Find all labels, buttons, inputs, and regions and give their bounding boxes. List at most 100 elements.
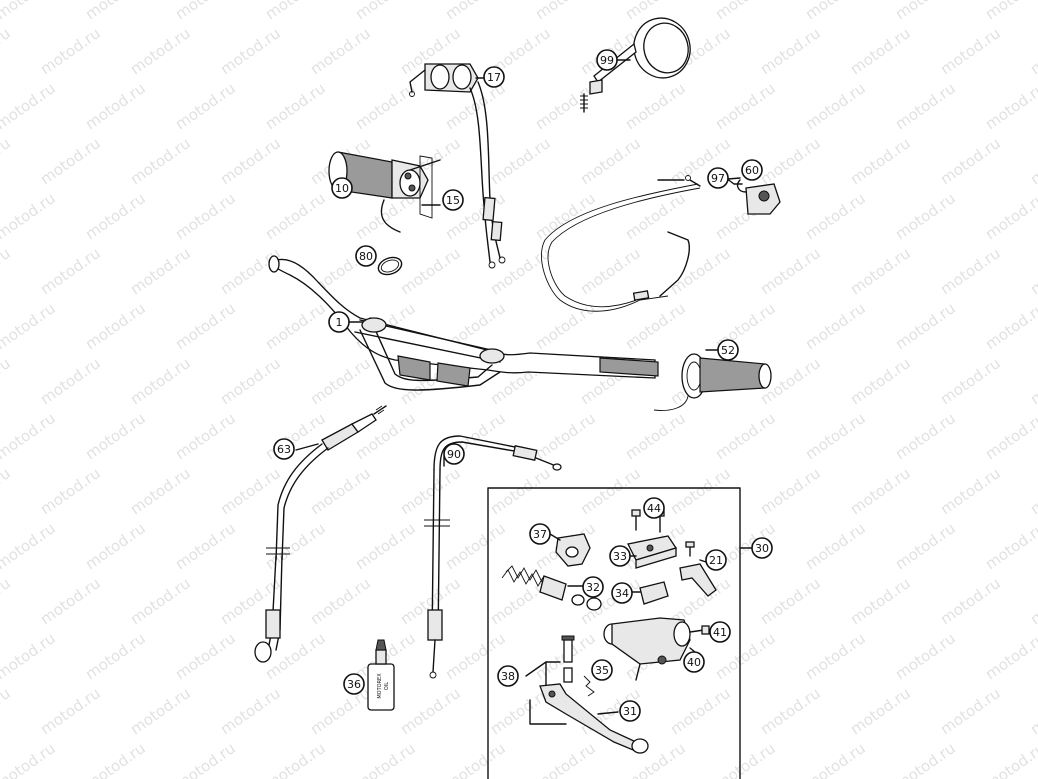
watermark-text: motod.ru	[757, 24, 824, 78]
watermark-text: motod.ru	[712, 739, 779, 779]
watermark-text: motod.ru	[172, 299, 239, 353]
watermark-text: motod.ru	[802, 79, 869, 133]
watermark-text: motod.ru	[667, 464, 734, 518]
callout-label: 99	[600, 54, 614, 67]
callout-38: 38	[497, 665, 519, 687]
watermark-text: motod.ru	[127, 134, 194, 188]
callout-33: 33	[609, 545, 631, 567]
watermark-text: motod.ru	[847, 244, 914, 298]
watermark-text: motod.ru	[982, 189, 1038, 243]
watermark-text: motod.ru	[397, 464, 464, 518]
watermark-text: motod.ru	[802, 409, 869, 463]
watermark-text: motod.ru	[1027, 574, 1038, 628]
callout-10: 10	[331, 177, 353, 199]
watermark-text: motod.ru	[262, 519, 329, 573]
watermark-text: motod.ru	[757, 244, 824, 298]
watermark-text: motod.ru	[982, 409, 1038, 463]
watermark-text: motod.ru	[442, 739, 509, 779]
watermark-text: motod.ru	[937, 354, 1004, 408]
callout-label: 1	[336, 316, 343, 329]
watermark-text: motod.ru	[532, 739, 599, 779]
watermark-text: motod.ru	[982, 519, 1038, 573]
callout-circle	[497, 665, 519, 687]
watermark-text: motod.ru	[127, 684, 194, 738]
watermark-text: motod.ru	[262, 299, 329, 353]
watermark-text: motod.ru	[802, 0, 869, 23]
callout-35: 35	[591, 659, 613, 681]
adjuster-part-21	[679, 541, 717, 597]
callout-41: 41	[709, 621, 731, 643]
watermark-text: motod.ru	[487, 464, 554, 518]
callout-label: 21	[709, 554, 723, 567]
watermark-text: motod.ru	[577, 244, 644, 298]
callout-label: 52	[721, 344, 735, 357]
clutch-lever-part-31	[539, 683, 649, 754]
callout-label: 37	[533, 528, 547, 541]
watermark-text: motod.ru	[0, 134, 14, 188]
callout-circle	[596, 49, 618, 71]
callout-34: 34	[611, 582, 633, 604]
watermark-text: motod.ru	[217, 134, 284, 188]
piston-part-32	[501, 565, 602, 611]
watermark-text: motod.ru	[0, 79, 59, 133]
handlebar-part	[268, 255, 659, 391]
watermark-text: motod.ru	[82, 0, 149, 23]
callout-circle	[443, 443, 465, 465]
watermark-text: motod.ru	[892, 629, 959, 683]
callout-circle	[717, 339, 739, 361]
watermark-text: motod.ru	[217, 24, 284, 78]
watermark-text: motod.ru	[262, 0, 329, 23]
watermark-text: motod.ru	[307, 574, 374, 628]
callout-44: 44	[643, 497, 665, 519]
watermark-text: motod.ru	[1027, 354, 1038, 408]
watermark-text: motod.ru	[82, 739, 149, 779]
kill-switch-part	[541, 175, 781, 312]
watermark-text: motod.ru	[532, 299, 599, 353]
watermark-text: motod.ru	[307, 464, 374, 518]
watermark-text: motod.ru	[1027, 464, 1038, 518]
watermark-text: motod.ru	[37, 244, 104, 298]
watermark-text: motod.ru	[847, 464, 914, 518]
callout-circle	[619, 700, 641, 722]
watermark-text: motod.ru	[667, 684, 734, 738]
callout-31: 31	[619, 700, 641, 722]
watermark-text: motod.ru	[0, 354, 14, 408]
callout-label: 15	[446, 194, 460, 207]
callout-1: 1	[328, 311, 350, 333]
watermark-text: motod.ru	[802, 629, 869, 683]
watermark-text: motod.ru	[0, 0, 59, 23]
callout-circle	[273, 438, 295, 460]
bracket-part-33	[627, 535, 678, 569]
watermark-text: motod.ru	[397, 684, 464, 738]
watermark-text: motod.ru	[352, 409, 419, 463]
watermark-text: motod.ru	[802, 189, 869, 243]
watermark-text: motod.ru	[802, 739, 869, 779]
watermark-text: motod.ru	[712, 409, 779, 463]
callout-circle	[705, 549, 727, 571]
watermark-text: motod.ru	[352, 739, 419, 779]
watermark-text: motod.ru	[262, 739, 329, 779]
callout-label: 17	[487, 71, 501, 84]
clutch-cable-part	[424, 435, 562, 679]
watermark-text: motod.ru	[892, 0, 959, 23]
watermark-text: motod.ru	[307, 24, 374, 78]
master-cylinder-part-40	[603, 617, 701, 681]
watermark-text: motod.ru	[82, 189, 149, 243]
watermark-text: motod.ru	[82, 629, 149, 683]
watermark-text: motod.ru	[802, 519, 869, 573]
watermark-text: motod.ru	[1027, 134, 1038, 188]
callout-circle	[707, 167, 729, 189]
watermark-text: motod.ru	[37, 24, 104, 78]
watermark-text: motod.ru	[532, 189, 599, 243]
watermark-text: motod.ru	[757, 134, 824, 188]
watermark-text: motod.ru	[622, 299, 689, 353]
watermark-text: motod.ru	[937, 574, 1004, 628]
watermark-text: motod.ru	[622, 409, 689, 463]
callout-52: 52	[717, 339, 739, 361]
callout-circle	[591, 659, 613, 681]
watermark-text: motod.ru	[982, 739, 1038, 779]
callout-60: 60	[741, 159, 763, 181]
throttle-cables-part	[409, 63, 506, 269]
ring-part	[377, 256, 403, 276]
